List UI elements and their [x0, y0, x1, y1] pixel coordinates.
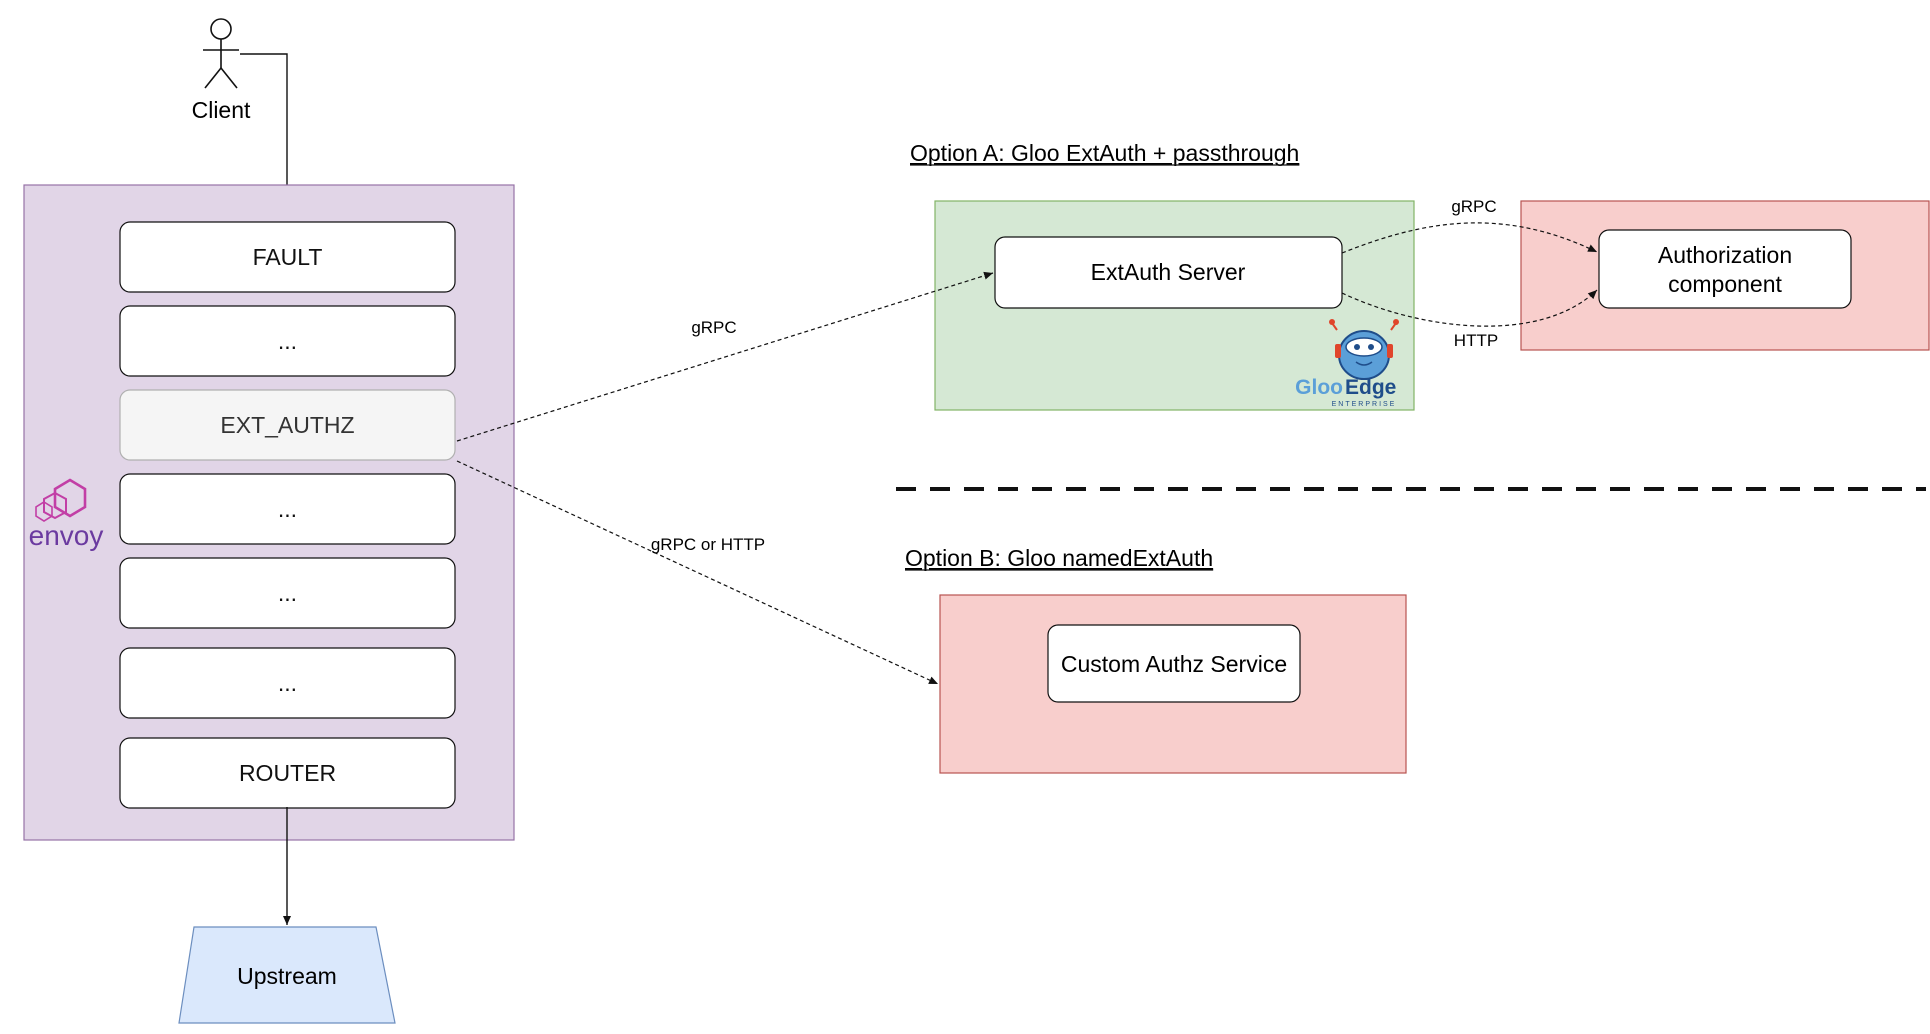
filter-box	[119, 473, 456, 545]
authorization-component-label-line1: Authorization	[1658, 242, 1792, 268]
envoy-logo-text: envoy	[29, 520, 104, 551]
filter-ext-authz-2: EXT_AUTHZ	[119, 389, 456, 461]
upstream-label: Upstream	[237, 963, 337, 989]
upstream-shape	[178, 926, 396, 1024]
edge-logo-text: Edge	[1345, 376, 1396, 399]
filter-label: FAULT	[253, 244, 323, 270]
custom-authz-service-label: Custom Authz Service	[1061, 651, 1287, 677]
client-actor: Client	[192, 18, 251, 123]
edge-label-http-bottom: HTTP	[1454, 331, 1498, 350]
extauth-server-node: ExtAuth Server	[994, 236, 1343, 309]
envoy-filter-stack: FAULT... EXT_AUTHZ......... ROUTER	[119, 221, 456, 809]
client-to-fault-edge	[240, 53, 291, 220]
extauth-to-authz-http-edge	[1341, 289, 1598, 327]
filter-fault-0: FAULT	[119, 221, 456, 293]
authorization-component-label-line2: component	[1668, 271, 1782, 297]
filter-placeholder-3: ...	[119, 473, 456, 545]
filter-router-6: ROUTER	[119, 737, 456, 809]
option-a-title: Option A: Gloo ExtAuth + passthrough	[910, 140, 1299, 166]
filter-placeholder-4: ...	[119, 557, 456, 629]
filter-box	[119, 305, 456, 377]
envoy-hexagon-icon	[35, 478, 87, 522]
filter-placeholder-1: ...	[119, 305, 456, 377]
edge-label-grpc-top: gRPC	[1451, 197, 1496, 216]
ext-authz-to-custom-edge	[456, 460, 939, 685]
custom-authz-service-node: Custom Authz Service	[1047, 624, 1301, 703]
ext-authz-to-extauth-edge	[456, 271, 994, 442]
filter-placeholder-5: ...	[119, 647, 456, 719]
filter-label: ...	[278, 580, 297, 606]
extauth-to-authz-grpc-edge	[1341, 222, 1598, 254]
filter-box	[119, 389, 456, 461]
filter-label: ...	[278, 496, 297, 522]
edge-label-grpc-extauth: gRPC	[691, 318, 736, 337]
filter-box	[119, 557, 456, 629]
upstream-node: Upstream	[178, 926, 396, 1024]
filter-box	[119, 647, 456, 719]
enterprise-logo-text: ENTERPRISE	[1332, 401, 1397, 408]
client-label: Client	[192, 97, 251, 123]
filter-label: EXT_AUTHZ	[220, 412, 354, 438]
authorization-component-node: Authorization component	[1598, 229, 1852, 309]
option-b-title: Option B: Gloo namedExtAuth	[905, 545, 1213, 571]
gloo-mascot-icon	[1329, 319, 1399, 380]
envoy-logo: envoy	[29, 478, 104, 551]
person-icon	[203, 18, 239, 89]
envoy-container: envoy FAULT... EXT_AUTHZ......... ROUTER	[23, 184, 515, 841]
filter-label: ...	[278, 670, 297, 696]
filter-label: ROUTER	[239, 760, 336, 786]
edge-label-grpc-or-http: gRPC or HTTP	[651, 535, 765, 554]
filter-label: ...	[278, 328, 297, 354]
gloo-edge-logo: Gloo Edge ENTERPRISE	[1295, 319, 1399, 408]
filter-box	[119, 221, 456, 293]
extauth-server-label: ExtAuth Server	[1091, 259, 1246, 285]
gloo-logo-text: Gloo	[1295, 376, 1343, 399]
